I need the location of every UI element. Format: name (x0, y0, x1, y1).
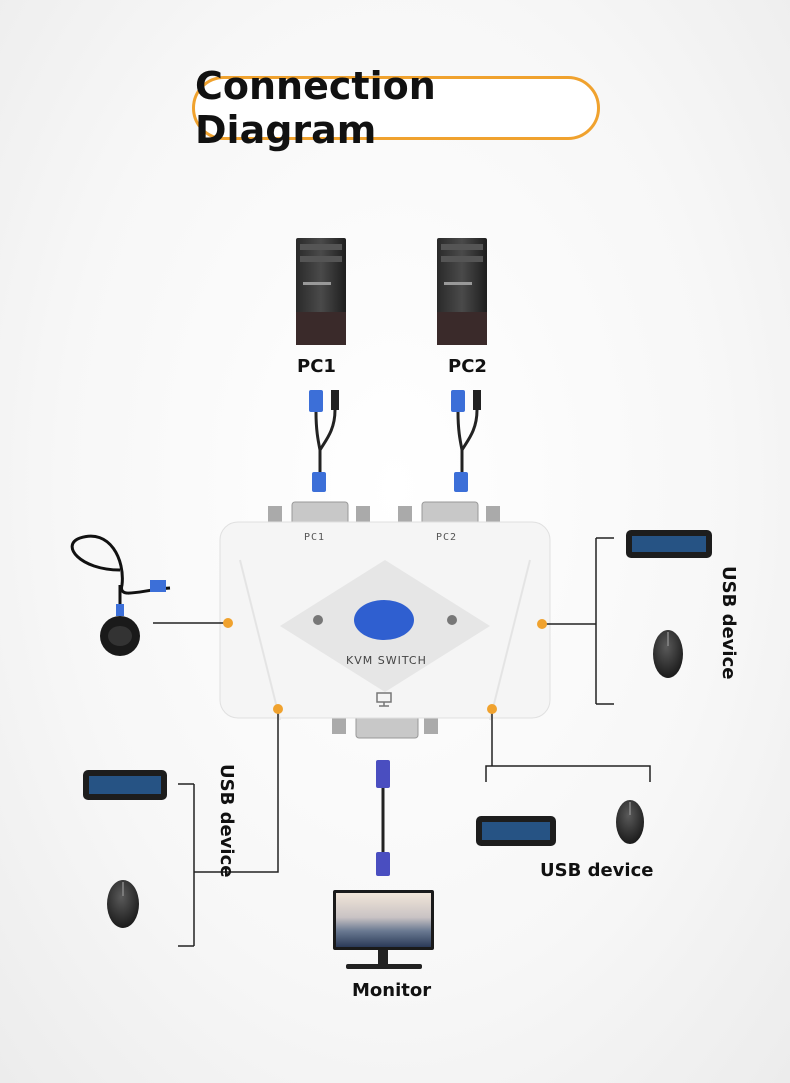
monitor-label: Monitor (352, 980, 432, 1001)
mouse-bottom-icon (616, 800, 644, 844)
pc1-tower-icon (296, 238, 346, 345)
keyboard-right-icon (626, 530, 712, 558)
pc2-tower-icon (437, 238, 487, 345)
mouse-left-icon (107, 880, 139, 928)
connection-points (223, 618, 547, 714)
pc2-cable-icon (451, 390, 481, 492)
switch-name: KVM SWITCH (346, 654, 427, 667)
pc2-label: PC2 (448, 356, 487, 377)
pc1-label: PC1 (297, 356, 336, 377)
keyboard-bottom-icon (476, 816, 556, 846)
keyboard-left-icon (83, 770, 167, 800)
switch-port-label-pc2: PC2 (436, 532, 458, 543)
mouse-right-icon (653, 630, 683, 678)
usb-device-label-left: USB device (216, 764, 237, 878)
connection-lines (153, 537, 651, 947)
usb-device-label-right: USB device (718, 566, 739, 680)
usb-device-label-bottom: USB device (540, 860, 654, 881)
remote-button-icon (70, 534, 171, 656)
monitor-cable-icon (376, 760, 390, 876)
switch-port-label-pc1: PC1 (304, 532, 326, 543)
monitor-icon (333, 890, 434, 969)
kvm-switch-icon (219, 501, 551, 739)
diagram-title: Connection Diagram (192, 64, 600, 152)
diagram-title-text: Connection Diagram (195, 64, 436, 152)
pc1-cable-icon (309, 390, 339, 492)
